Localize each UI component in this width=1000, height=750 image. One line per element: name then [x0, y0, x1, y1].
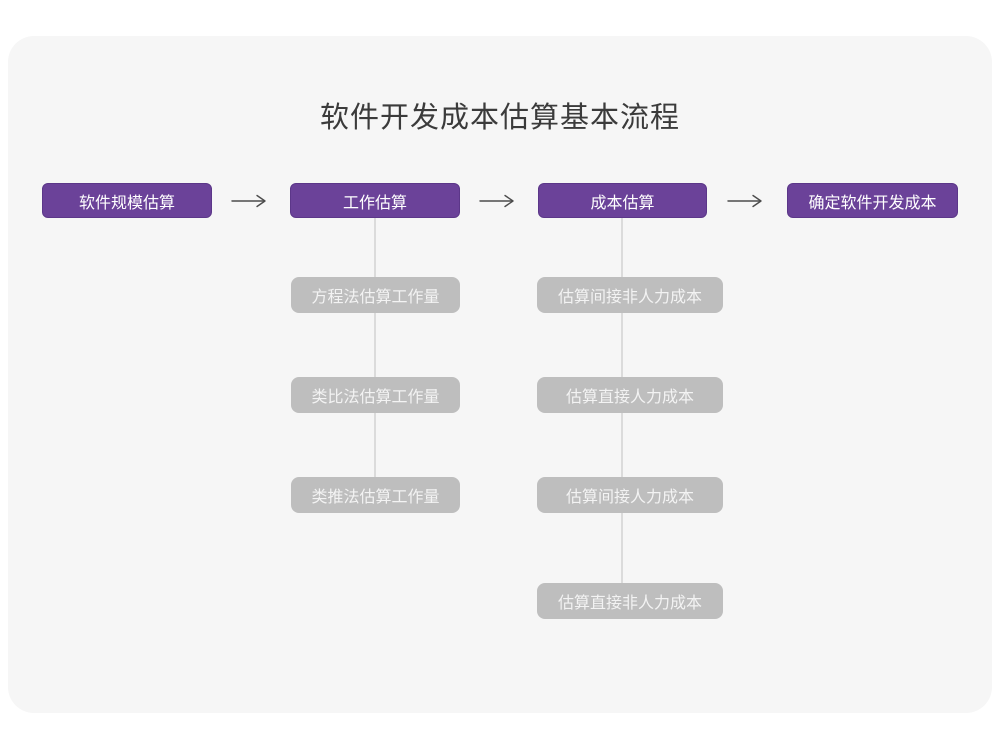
cost-node-indirect-labor: 估算间接人力成本	[537, 477, 723, 513]
arrow-right-icon	[231, 194, 266, 208]
arrow-right-icon	[479, 194, 514, 208]
diagram-panel	[8, 36, 992, 713]
cost-node-direct-labor: 估算直接人力成本	[537, 377, 723, 413]
method-node-equation: 方程法估算工作量	[291, 277, 460, 313]
flow-node-cost-estimation: 成本估算	[538, 183, 707, 218]
arrow-right-icon	[727, 194, 762, 208]
diagram-title: 软件开发成本估算基本流程	[319, 102, 680, 134]
cost-node-indirect-non-labor: 估算间接非人力成本	[537, 277, 723, 313]
method-node-analogy: 类比法估算工作量	[291, 377, 460, 413]
method-node-extrapolation: 类推法估算工作量	[291, 477, 460, 513]
cost-node-direct-non-labor: 估算直接非人力成本	[537, 583, 723, 619]
connector-line-work-estimation	[374, 218, 376, 498]
flow-node-determine-development-cost: 确定软件开发成本	[787, 183, 958, 218]
flow-node-software-size-estimation: 软件规模估算	[42, 183, 212, 218]
flow-node-work-estimation: 工作估算	[290, 183, 460, 218]
